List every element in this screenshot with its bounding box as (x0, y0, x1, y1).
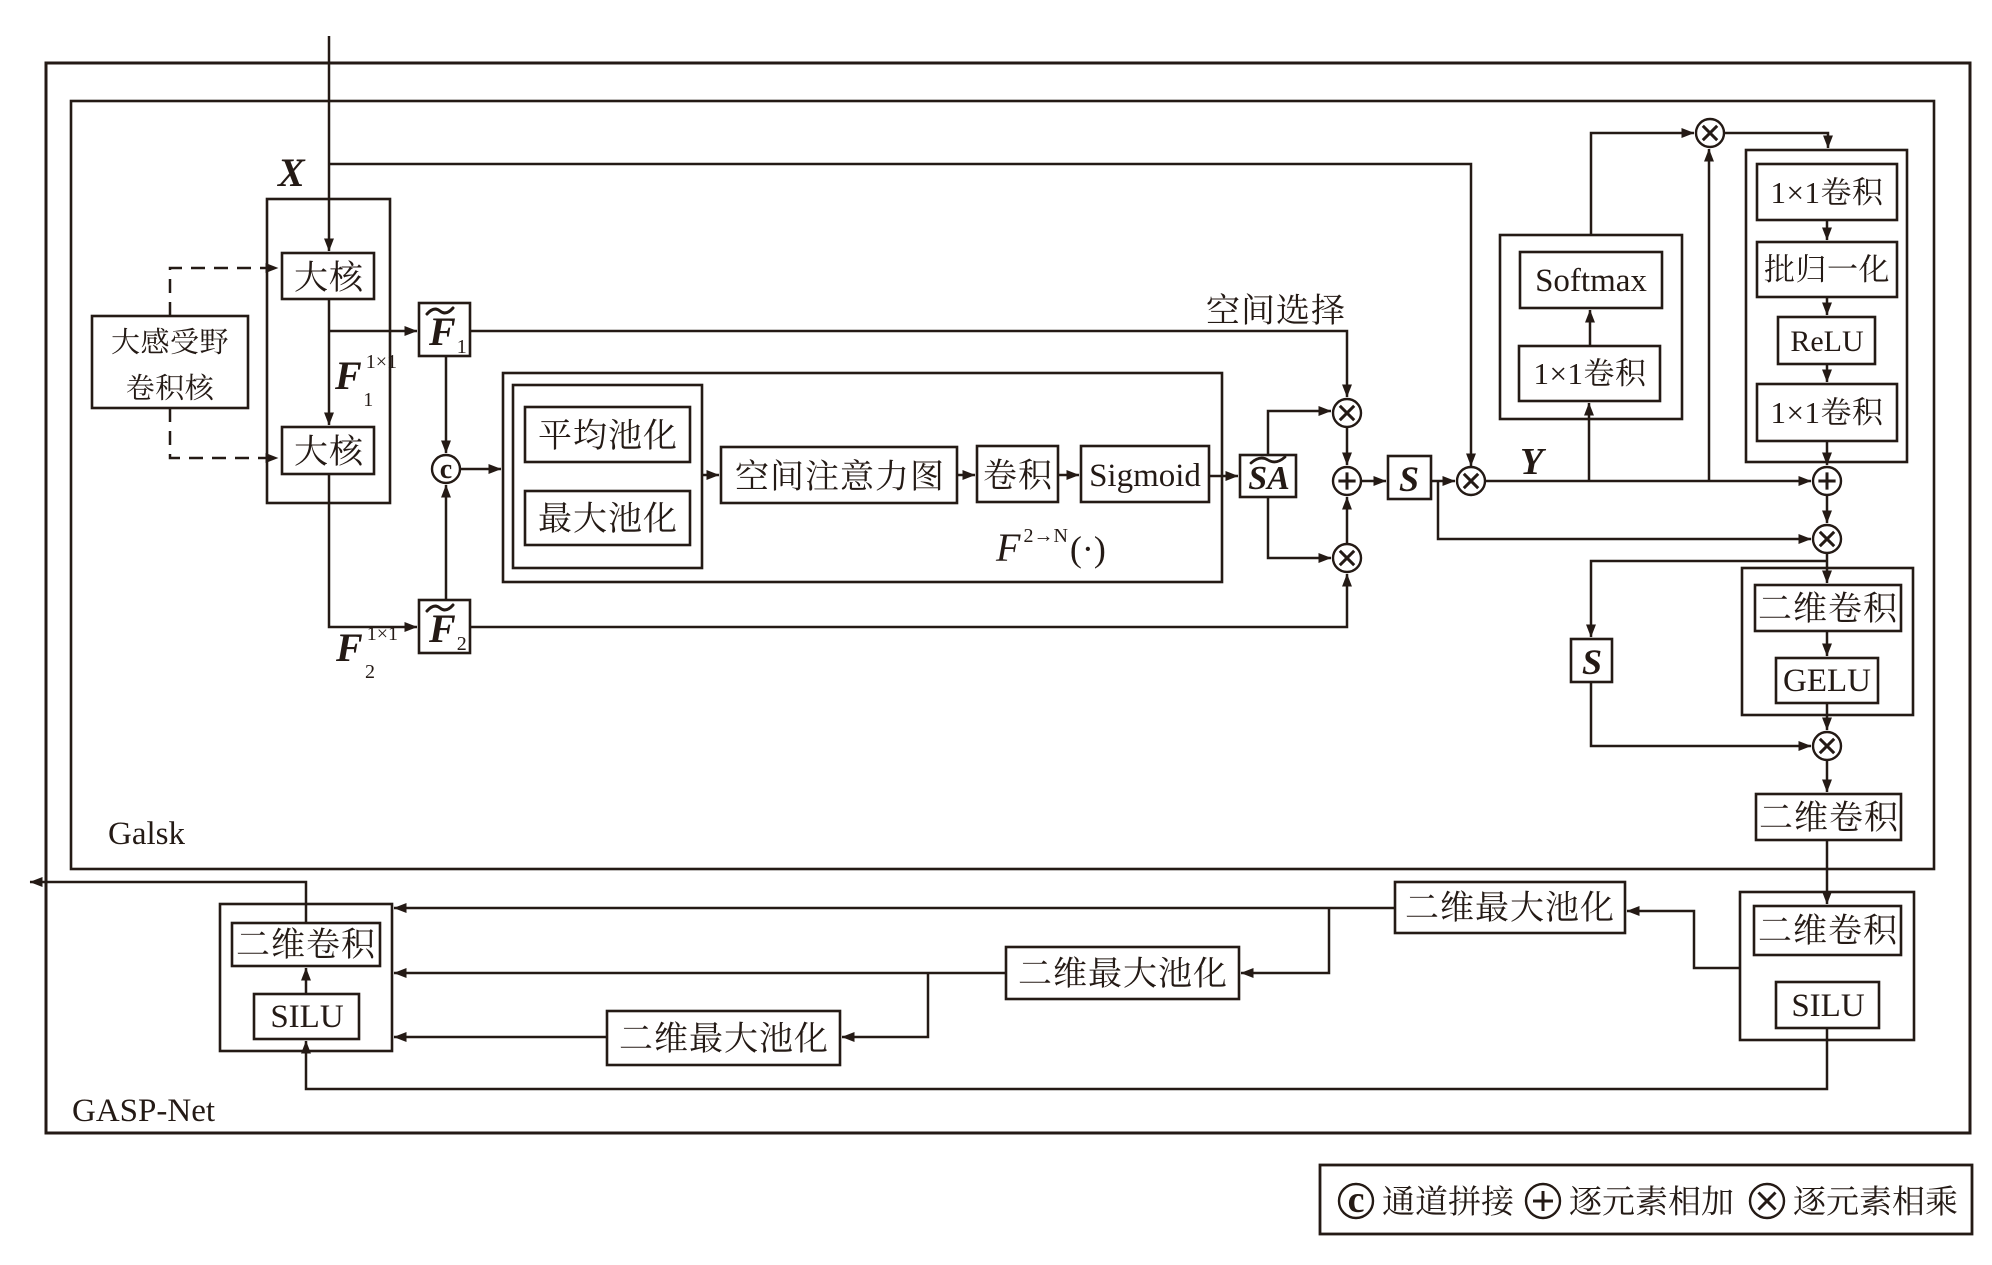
label-sa-tilde: SA (1248, 460, 1290, 497)
wire-to-f2-tilde (327, 474, 418, 632)
op-multiply-s (1455, 465, 1487, 497)
legend-concat-icon (1337, 1182, 1375, 1220)
label-lrf-line1: 大感受野 (111, 320, 229, 361)
accent-sa-tilde (1249, 455, 1287, 465)
wire-softmax-to-multr (1589, 128, 1695, 235)
label-conv1x1-softmax: 1×1卷积 (1534, 356, 1647, 391)
node-conv2d-mid (1754, 792, 1903, 842)
label-sigmoid: Sigmoid (1089, 458, 1201, 494)
wire-sa-to-mul-bottom (1266, 497, 1332, 563)
wires-layer (29, 36, 1833, 1091)
wire-output (29, 877, 308, 923)
label-conv2d-mid: 二维卷积 (1759, 790, 1899, 839)
label-spatial-selection: 空间选择 (1206, 283, 1346, 332)
label-gelu: GELU (1783, 663, 1871, 699)
wire-pool1-to-pool2 (1240, 908, 1331, 978)
op-add-right (1811, 465, 1843, 497)
label-maxpool2d-3: 二维最大池化 (619, 1011, 829, 1060)
label-big-kernel-2: 大核 (294, 424, 364, 473)
label-input-x: X (276, 150, 306, 195)
label-softmax: Softmax (1535, 263, 1647, 299)
frame-gasp-net (44, 61, 1972, 1135)
label-conv1x1-top: 1×1卷积 (1771, 175, 1884, 210)
label-batch-norm: 批归一化 (1764, 244, 1890, 289)
accent-f1-tilde (425, 306, 455, 316)
label-conv2d-left: 二维卷积 (236, 917, 376, 966)
label-silu-left: SILU (270, 999, 344, 1035)
legend-multiply-label: 逐元素相乘 (1793, 1176, 1958, 1223)
label-lrf-line2: 卷积核 (126, 366, 215, 407)
legend-add-label: 逐元素相加 (1569, 1176, 1734, 1223)
node-f1-tilde (417, 301, 472, 358)
label-conv2d-right: 二维卷积 (1758, 903, 1898, 952)
label-spatial-attention: 空间注意力图 (735, 449, 945, 498)
wire-pool2-to-pool3 (841, 973, 930, 1042)
label-max-pool: 最大池化 (538, 491, 678, 540)
legend-multiply-icon (1748, 1182, 1786, 1220)
label-concat-c: c (440, 454, 452, 485)
frame-galsk (69, 99, 1936, 871)
legend-concat-label: 通道拼接 (1382, 1176, 1514, 1223)
label-big-kernel-1: 大核 (294, 250, 364, 299)
label-s-gate-2: S (1582, 642, 1602, 682)
group-f2n (501, 371, 1224, 584)
op-multiply-g (1811, 730, 1843, 762)
accent-f2-tilde (425, 603, 455, 613)
label-conv1x1-bottom: 1×1卷积 (1771, 395, 1884, 430)
wire-sa-to-mul-top (1266, 406, 1332, 455)
op-concat (430, 453, 462, 485)
label-f2-tilde: F2 (428, 606, 467, 655)
op-add-mid (1331, 465, 1363, 497)
node-s-gate-1 (1386, 454, 1433, 501)
wire-branch-to-s2 (1586, 559, 1827, 638)
label-maxpool2d-2: 二维最大池化 (1018, 946, 1228, 995)
operators-layer (430, 117, 1843, 1220)
label-conv2d-gelu-conv: 二维卷积 (1758, 581, 1898, 630)
wire-s1-branch-down (1436, 481, 1812, 544)
wire-x-residual (329, 162, 1476, 467)
op-multiply-r1 (1811, 523, 1843, 555)
label-gasp-net: GASP-Net (72, 1093, 215, 1129)
node-max-pool (523, 489, 692, 547)
labels-layer: 大核 大核 大感受野 卷积核 平均池化 最大池化 空间注意力图 卷积 Sigmo… (72, 150, 1958, 1223)
node-conv2d-right (1752, 904, 1903, 957)
label-f1-tilde: F1 (428, 309, 467, 358)
label-maxpool2d-1: 二维最大池化 (1405, 880, 1615, 929)
op-multiply-tr (1694, 117, 1726, 149)
label-conv: 卷积 (983, 448, 1053, 497)
label-s-gate-1: S (1399, 459, 1419, 499)
wire-silur-to-silul (301, 1028, 1829, 1091)
node-avg-pool (523, 405, 692, 464)
dash-lrf-to-bigkernel1 (168, 263, 279, 316)
op-multiply-top (1331, 397, 1363, 429)
node-softmax (1518, 250, 1664, 310)
group-pooling (511, 383, 704, 570)
label-y: Y (1520, 441, 1547, 483)
wire-f2-long (470, 573, 1352, 629)
label-avg-pool: 平均池化 (538, 408, 678, 457)
node-sigmoid (1079, 444, 1211, 504)
wire-convblock-to-pool1 (1626, 906, 1740, 970)
wire-f1-spatial-select (470, 329, 1352, 398)
wire-multr-to-column (1724, 131, 1833, 149)
legend-box (1318, 1163, 1974, 1236)
wire-s2-to-mul-g (1589, 682, 1812, 751)
dash-lrf-to-bigkernel2 (168, 408, 279, 463)
label-silu-right: SILU (1791, 988, 1865, 1024)
op-multiply-bottom (1331, 542, 1363, 574)
label-relu: ReLU (1790, 325, 1864, 358)
legend-add-icon (1524, 1182, 1562, 1220)
legend-concat-c: c (1348, 1179, 1365, 1221)
label-galsk: Galsk (108, 816, 185, 852)
